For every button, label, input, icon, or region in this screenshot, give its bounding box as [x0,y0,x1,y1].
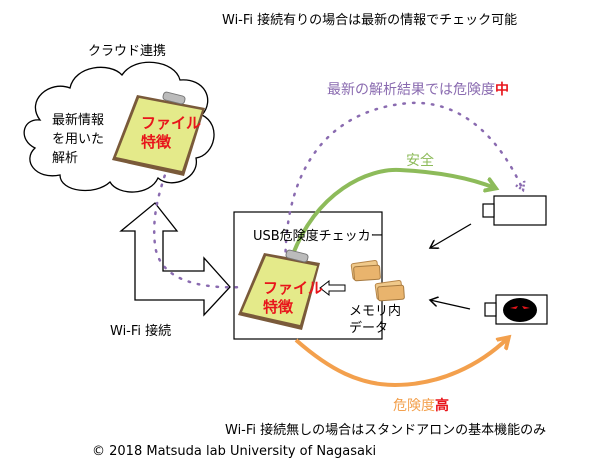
checker-clipboard-label: ファイル 特徴 [263,279,323,317]
cloud-body-line: 最新情報 [52,113,105,128]
memory-line: データ [349,321,389,336]
checker-title: USB危険度チェッカー [253,229,384,244]
memory-to-feature-arrow [319,279,346,297]
malware-face-icon [503,298,537,322]
clipboard-line: 特徴 [263,298,294,316]
clipboard-line: ファイル [141,114,202,132]
memory-data-icon [350,260,405,302]
usb-device-safe [482,195,547,226]
wifi-on-note: Wi-Fi 接続有りの場合は最新の情報でチェック可能 [222,13,518,28]
latest-result-dotted-arrow [284,101,523,282]
checker-clipboard-icon [238,249,320,330]
cloud-body-line: を用いた [52,132,105,147]
risk-level-medium: 中 [495,82,509,98]
risk-level-high: 高 [435,398,449,414]
wifi-connection-arrow [119,202,231,317]
high-risk-arrow [294,338,508,388]
memory-line: メモリ内 [349,304,402,319]
cloud-clipboard-icon [112,91,205,176]
input-arrow-malicious [430,300,471,310]
latest-result-prefix: 最新の解析結果では危険度 [327,82,495,98]
input-arrow-safe [430,223,472,248]
cloud-body-line: 解析 [52,151,79,166]
memory-data-label: メモリ内 データ [349,303,401,337]
clipboard-line: 特徴 [141,133,172,151]
high-risk-prefix: 危険度 [393,398,435,414]
cloud-clipboard-label: ファイル 特徴 [141,114,201,152]
wifi-connection-label: Wi-Fi 接続 [110,324,172,339]
cloud-body: 最新情報 を用いた 解析 [52,111,104,168]
clipboard-line: ファイル [263,279,324,297]
usb-device-malicious [484,294,548,325]
cloud-title: クラウド連携 [88,44,167,59]
high-risk-label: 危険度高 [393,395,449,415]
wifi-off-note: Wi-Fi 接続無しの場合はスタンドアロンの基本機能のみ [225,423,547,438]
safe-label: 安全 [406,153,434,169]
copyright: © 2018 Matsuda lab University of Nagasak… [92,444,377,459]
safe-arrow [288,167,495,263]
latest-result-label: 最新の解析結果では危険度中 [327,79,509,99]
